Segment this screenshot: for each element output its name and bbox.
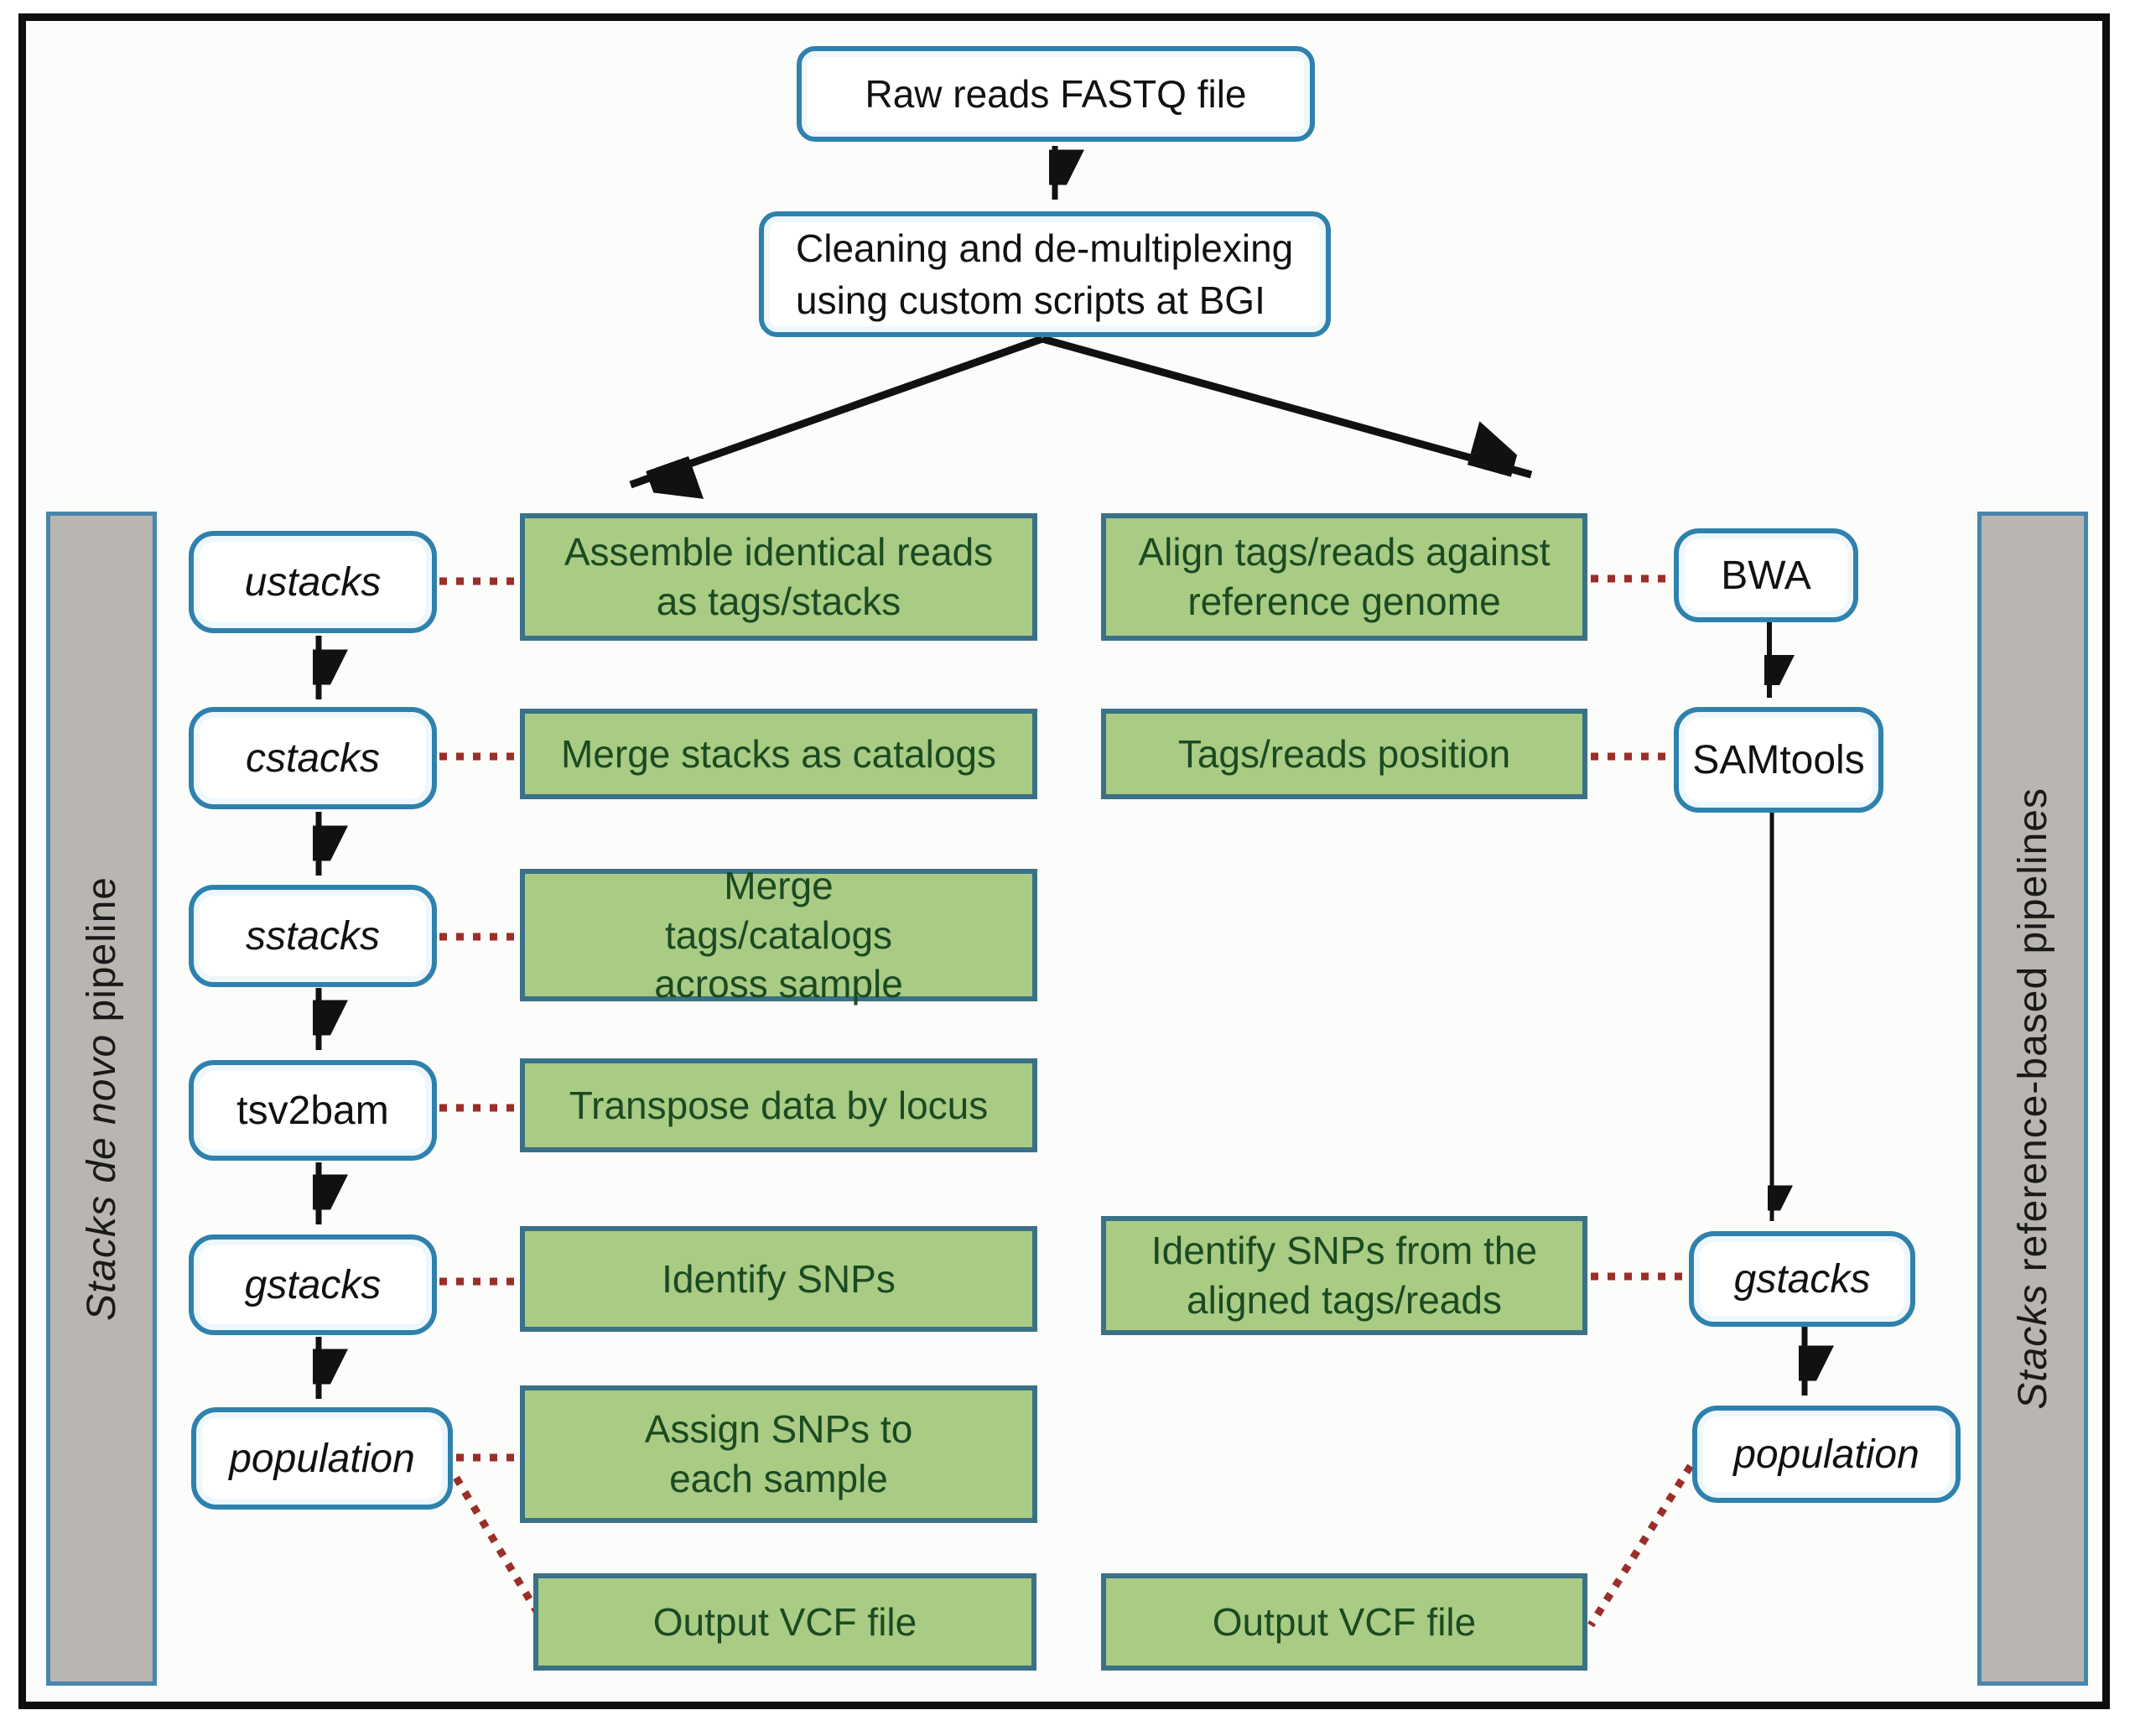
step-align-reads-label: Align tags/reads against reference genom… — [1138, 530, 1551, 623]
node-raw-reads-label: Raw reads FASTQ file — [865, 72, 1247, 116]
node-ustacks: ustacks — [189, 531, 437, 633]
sidebar-reference-label: Stacks reference-based pipelines — [2010, 787, 2056, 1410]
step-identify-snps-right: Identify SNPs from the aligned tags/read… — [1101, 1216, 1587, 1335]
step-assign-snps-label: Assign SNPs to each sample — [644, 1407, 913, 1500]
node-cstacks-label: cstacks — [245, 735, 381, 781]
node-sstacks: sstacks — [189, 885, 437, 987]
node-ustacks-label: ustacks — [244, 559, 382, 605]
step-output-vcf-left-label: Output VCF file — [652, 1599, 917, 1644]
node-cleaning: Cleaning and de-multiplexing using custo… — [759, 211, 1331, 337]
node-gstacks-left: gstacks — [189, 1234, 437, 1335]
sidebar-denovo-label-regular: pipeline — [79, 876, 124, 1034]
node-gstacks-right-label: gstacks — [1733, 1256, 1871, 1302]
node-samtools-label: SAMtools — [1692, 737, 1865, 782]
sidebar-denovo-label-italic: Stacks de novo — [79, 1033, 124, 1321]
step-transpose-data: Transpose data by locus — [520, 1058, 1037, 1152]
step-merge-tags-label: Merge tags/catalogs across sample — [654, 863, 903, 1006]
node-raw-reads: Raw reads FASTQ file — [797, 46, 1315, 142]
step-align-reads: Align tags/reads against reference genom… — [1101, 513, 1587, 641]
node-bwa: BWA — [1674, 528, 1858, 622]
step-merge-tags: Merge tags/catalogs across sample — [520, 864, 1037, 1006]
step-identify-snps-left: Identify SNPs — [520, 1226, 1037, 1332]
sidebar-reference-label-italic: Stacks — [2010, 1283, 2055, 1410]
node-sstacks-label: sstacks — [245, 913, 381, 959]
step-assemble-reads-label: Assemble identical reads as tags/stacks — [564, 530, 994, 623]
arrow-branch-left — [629, 335, 1044, 485]
node-population-right: population — [1692, 1406, 1961, 1503]
dotted-population-outputvcf — [453, 1475, 548, 1628]
step-identify-snps-left-label: Identify SNPs — [662, 1256, 896, 1301]
sidebar-reference-pipeline: Stacks reference-based pipelines — [1977, 512, 2088, 1686]
step-output-vcf-left: Output VCF file — [533, 1573, 1036, 1671]
step-assign-snps: Assign SNPs to each sample — [520, 1385, 1037, 1523]
step-merge-stacks-label: Merge stacks as catalogs — [560, 731, 996, 776]
step-merge-stacks: Merge stacks as catalogs — [520, 709, 1037, 799]
node-cstacks: cstacks — [189, 707, 437, 809]
node-population-right-label: population — [1733, 1432, 1919, 1477]
step-tags-position: Tags/reads position — [1101, 709, 1587, 799]
dotted-outputvcf-population-right — [1587, 1463, 1694, 1628]
sidebar-reference-label-regular: reference-based pipelines — [2010, 787, 2055, 1284]
step-output-vcf-right: Output VCF file — [1101, 1573, 1587, 1671]
node-gstacks-right: gstacks — [1689, 1231, 1915, 1327]
step-output-vcf-right-label: Output VCF file — [1212, 1599, 1477, 1644]
node-tsv2bam-label: tsv2bam — [236, 1088, 389, 1133]
node-population-left-label: population — [229, 1436, 415, 1481]
step-assemble-reads: Assemble identical reads as tags/stacks — [520, 513, 1037, 641]
node-tsv2bam: tsv2bam — [189, 1060, 437, 1161]
step-identify-snps-right-label: Identify SNPs from the aligned tags/read… — [1151, 1229, 1538, 1322]
step-tags-position-label: Tags/reads position — [1177, 731, 1511, 776]
node-gstacks-left-label: gstacks — [244, 1262, 382, 1307]
sidebar-denovo-label: Stacks de novo pipeline — [79, 876, 125, 1321]
node-bwa-label: BWA — [1721, 553, 1811, 598]
sidebar-denovo-pipeline: Stacks de novo pipeline — [46, 512, 157, 1686]
arrow-branch-right — [1041, 335, 1533, 479]
node-samtools: SAMtools — [1674, 707, 1883, 813]
step-transpose-data-label: Transpose data by locus — [569, 1083, 989, 1127]
node-population-left: population — [191, 1407, 453, 1510]
node-cleaning-label: Cleaning and de-multiplexing using custo… — [796, 226, 1294, 322]
